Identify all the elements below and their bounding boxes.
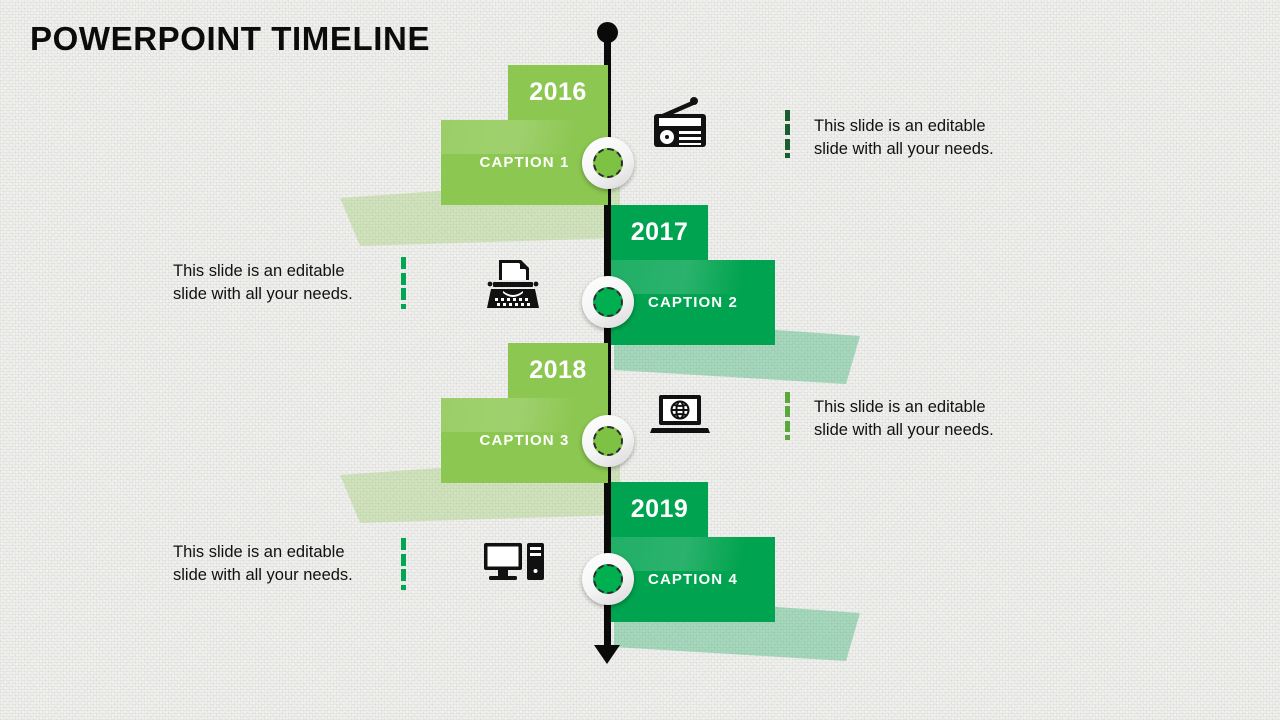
timeline-node-2[interactable] [582, 276, 634, 328]
caption-sheen [611, 537, 775, 571]
node-core [593, 287, 623, 317]
caption-box-2[interactable]: CAPTION 2 [611, 260, 775, 345]
year-label: 2019 [630, 495, 689, 523]
timeline-node-3[interactable] [582, 415, 634, 467]
dash-separator-3 [785, 392, 790, 440]
caption-label: CAPTION 4 [648, 571, 738, 588]
page-title: POWERPOINT TIMELINE [30, 20, 431, 57]
caption-box-4[interactable]: CAPTION 4 [611, 537, 775, 622]
radio-icon [650, 95, 714, 149]
desktop-computer-icon [483, 541, 545, 585]
timeline-node-4[interactable] [582, 553, 634, 605]
dash-separator-4 [401, 538, 406, 590]
year-box-2016[interactable]: 2016 [508, 65, 608, 120]
caption-sheen [611, 260, 775, 294]
caption-sheen [441, 120, 608, 154]
description-text-1: This slide is an editable slide with all… [814, 117, 994, 159]
description-text-4: This slide is an editable slide with all… [173, 543, 353, 585]
year-label: 2018 [529, 356, 587, 384]
typewriter-icon [485, 258, 541, 310]
description-text-3: This slide is an editable slide with all… [814, 398, 994, 440]
laptop-globe-icon [650, 394, 710, 436]
timeline-node-1[interactable] [582, 137, 634, 189]
dash-separator-2 [401, 257, 406, 309]
year-label: 2016 [529, 78, 587, 106]
timeline-end-arrow [594, 645, 620, 664]
year-box-2018[interactable]: 2018 [508, 343, 608, 398]
node-core [593, 564, 623, 594]
caption-label: CAPTION 3 [479, 432, 570, 449]
dash-separator-1 [785, 110, 790, 158]
year-box-2019[interactable]: 2019 [611, 482, 708, 537]
year-label: 2017 [630, 218, 689, 246]
node-core [593, 426, 623, 456]
description-text-2: This slide is an editable slide with all… [173, 262, 353, 304]
timeline-axis-line [604, 30, 611, 655]
caption-sheen [441, 398, 608, 432]
caption-label: CAPTION 1 [479, 154, 570, 171]
year-box-2017[interactable]: 2017 [611, 205, 708, 260]
caption-label: CAPTION 2 [648, 294, 738, 311]
node-core [593, 148, 623, 178]
